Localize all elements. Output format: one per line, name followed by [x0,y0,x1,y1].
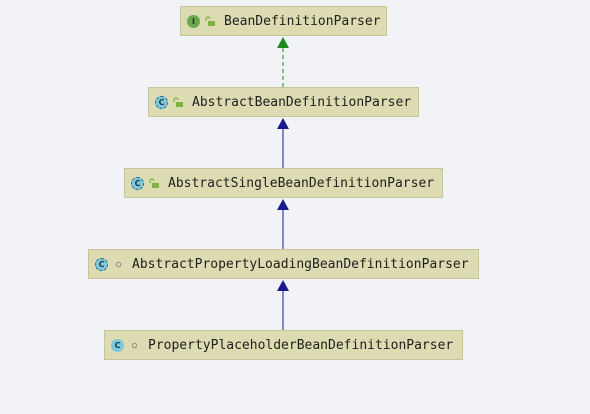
node-label: AbstractBeanDefinitionParser [192,94,412,110]
lock-open-icon [148,177,160,189]
interface-icon: I [187,14,200,28]
node-label: BeanDefinitionParser [224,13,381,29]
node-label: AbstractPropertyLoadingBeanDefinitionPar… [132,256,469,272]
lock-open-icon [204,15,216,27]
lock-open-icon [172,96,184,108]
node-abstract-property-loading-bean-definition-parser[interactable]: C AbstractPropertyLoadingBeanDefinitionP… [88,249,479,279]
node-label: AbstractSingleBeanDefinitionParser [168,175,435,191]
node-property-placeholder-bean-definition-parser[interactable]: C PropertyPlaceholderBeanDefinitionParse… [104,330,463,360]
class-icon: C [111,338,124,352]
node-label: PropertyPlaceholderBeanDefinitionParser [148,337,454,353]
arrowhead [277,199,289,210]
circle-icon [128,339,140,351]
abstract-class-icon: C [95,257,108,271]
arrowhead [277,118,289,129]
abstract-class-icon: C [155,95,168,109]
node-abstract-single-bean-definition-parser[interactable]: C AbstractSingleBeanDefinitionParser [124,168,443,198]
abstract-class-icon: C [131,176,144,190]
arrowhead [277,280,289,291]
node-abstract-bean-definition-parser[interactable]: C AbstractBeanDefinitionParser [148,87,419,117]
arrowhead [277,37,289,48]
circle-icon [112,258,124,270]
node-bean-definition-parser[interactable]: I BeanDefinitionParser [180,6,387,36]
